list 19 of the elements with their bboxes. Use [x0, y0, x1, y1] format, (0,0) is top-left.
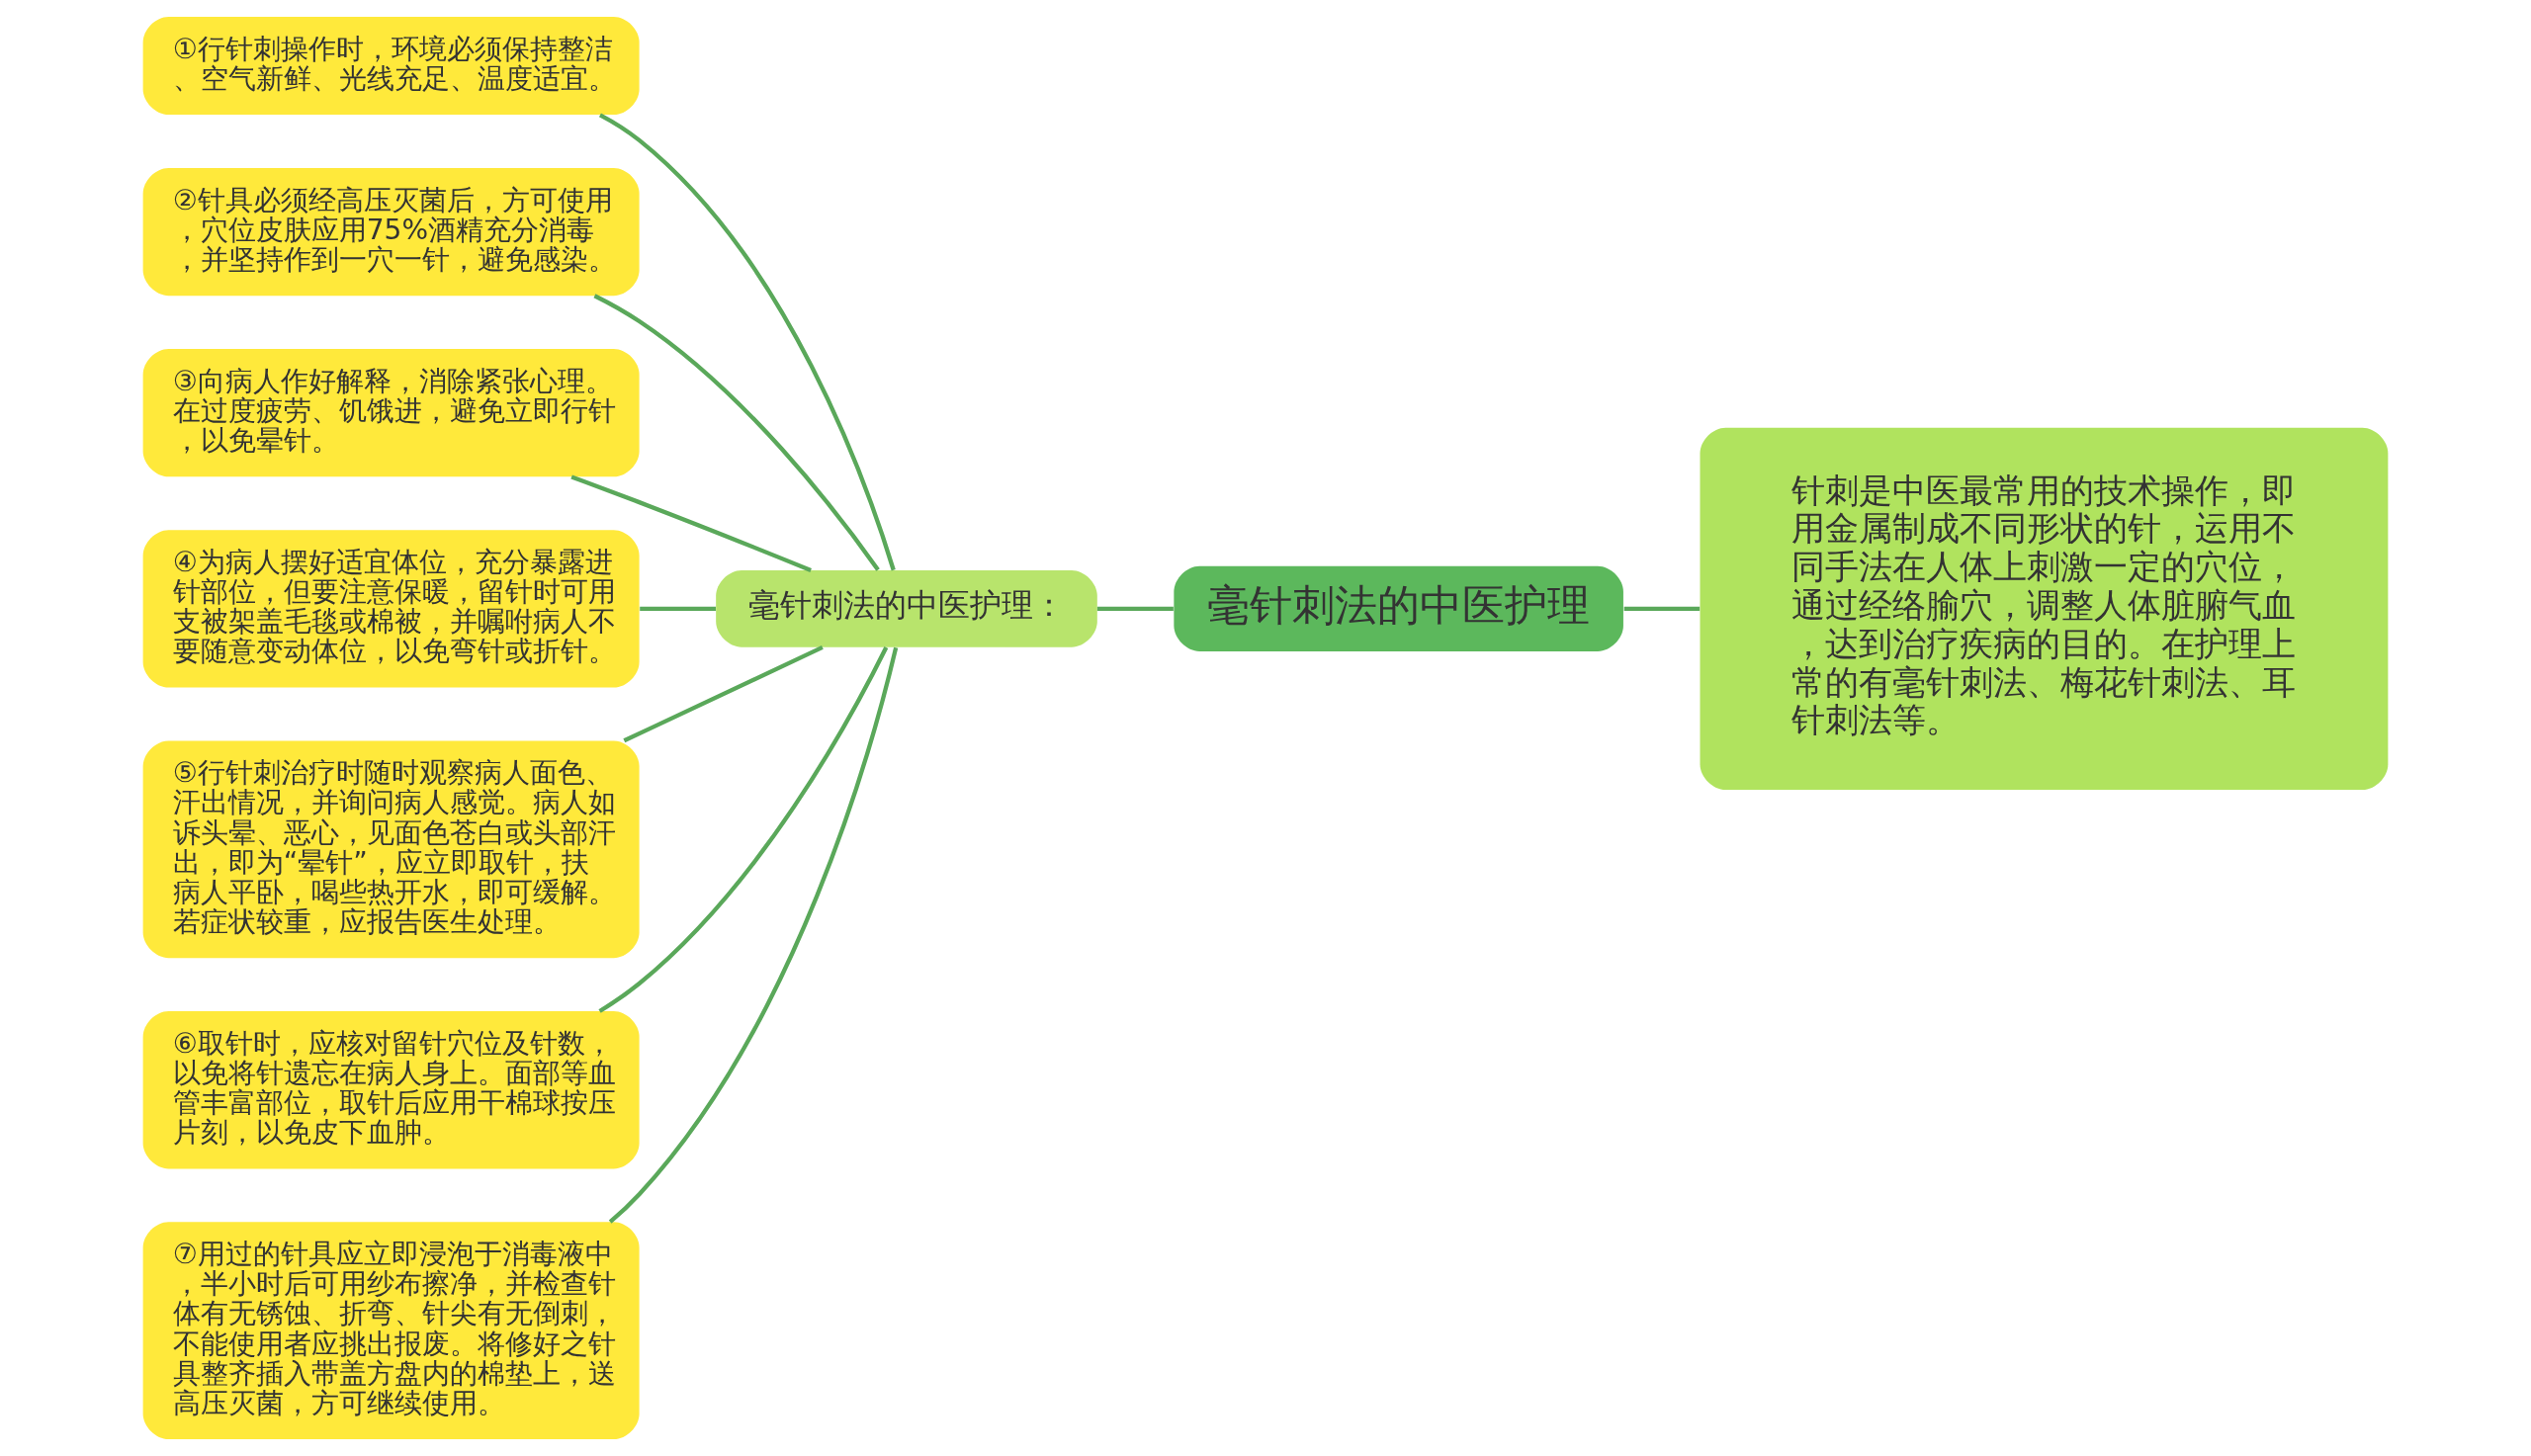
connector	[598, 646, 889, 1013]
node-box: 毫针刺法的中医护理	[1174, 565, 1623, 651]
connector	[570, 474, 812, 572]
connector	[1623, 606, 1701, 611]
connector	[640, 606, 716, 611]
connector	[1096, 606, 1174, 611]
node-box: 针刺是中医最常用的技术操作，即用金属制成不同形状的针，运用不同手法在人体上刺激一定的穴位，通过经络腧穴，调整人体脏腑气血，达到治疗疾病的目的。在护理上常的有毫针刺法、梅花针刺法、耳针刺法等。	[1700, 427, 2389, 790]
node-box: ⑥取针时，应核对留针穴位及针数，以免将针遗忘在病人身上。面部等血管丰富部位，取针后应用干棉球按压片刻，以免皮下血肿。	[142, 1011, 640, 1169]
node-box: ④为病人摆好适宜体位，充分暴露进针部位，但要注意保暖，留针时可用支被架盖毛毯或棉被，并嘱咐病人不要随意变动体位，以免弯针或折针。	[142, 530, 640, 688]
node-box: ③向病人作好解释，消除紧张心理。在过度疲劳、饥饿进，避免立即行针，以免晕针。	[142, 349, 640, 477]
node-box: 毫针刺法的中医护理：	[716, 570, 1097, 647]
node-box: ⑦用过的针具应立即浸泡于消毒液中，半小时后可用纱布擦净，并检查针体有无锈蚀、折弯、针尖有无倒刺，不能使用者应挑出报废。将修好之针具整齐插入带盖方盘内的棉垫上，送高压灭菌，方可继续使用。	[142, 1222, 640, 1440]
node-box: ②针具必须经高压灭菌后，方可使用，穴位皮肤应用75%酒精充分消毒，并坚持作到一穴一针，避免感染。	[142, 167, 640, 297]
node-box: ⑤行针刺治疗时随时观察病人面色、汗出情况，并询问病人感觉。病人如诉头晕、恶心，见面色苍白或头部汗出，即为“晕针”，应立即取针，扶病人平卧，喝些热开水，即可缓解。若症状较重，应报告医生处理。	[142, 740, 640, 959]
connector	[598, 113, 896, 571]
connector	[593, 294, 880, 571]
connector	[623, 644, 824, 743]
connector	[608, 646, 899, 1224]
node-box: ①行针刺操作时，环境必须保持整洁、空气新鲜、光线充足、温度适宜。	[142, 16, 640, 116]
